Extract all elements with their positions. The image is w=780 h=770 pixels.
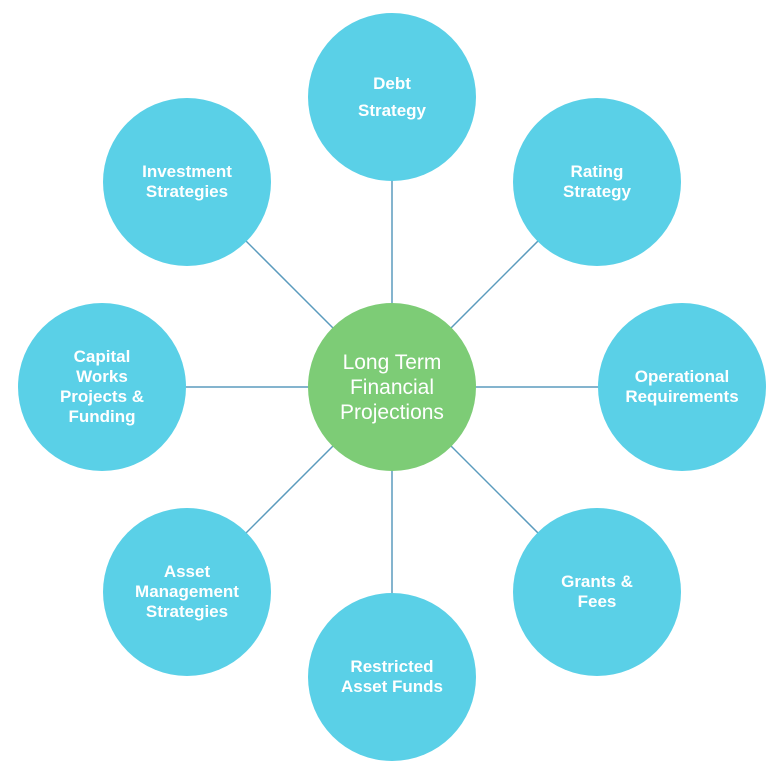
node-restricted-asset-funds: Restricted Asset Funds bbox=[308, 593, 476, 761]
node-operational-requirements: Operational Requirements bbox=[598, 303, 766, 471]
node-rating-strategy: Rating Strategy bbox=[513, 98, 681, 266]
node-debt-strategy: Debt Strategy bbox=[308, 13, 476, 181]
node-asset-management-strategies: Asset Management Strategies bbox=[103, 508, 271, 676]
node-debt-label: Debt Strategy bbox=[357, 74, 427, 120]
node-investment-strategies: Investment Strategies bbox=[103, 98, 271, 266]
node-capital-works-projects: Capital Works Projects & Funding bbox=[18, 303, 186, 471]
node-restricted-label: Restricted Asset Funds bbox=[340, 657, 444, 696]
node-asset-label: Asset Management Strategies bbox=[135, 562, 239, 621]
node-investment-label: Investment Strategies bbox=[142, 162, 232, 201]
node-rating-label: Rating Strategy bbox=[562, 162, 632, 201]
center-label: Long Term Financial Projections bbox=[340, 350, 444, 424]
node-center-long-term-financial-projections: Long Term Financial Projections bbox=[308, 303, 476, 471]
node-capital-label: Capital Works Projects & Funding bbox=[59, 347, 145, 426]
node-operational-label: Operational Requirements bbox=[625, 367, 739, 406]
node-grants-fees: Grants & Fees bbox=[513, 508, 681, 676]
node-grants-label: Grants & Fees bbox=[561, 572, 633, 611]
